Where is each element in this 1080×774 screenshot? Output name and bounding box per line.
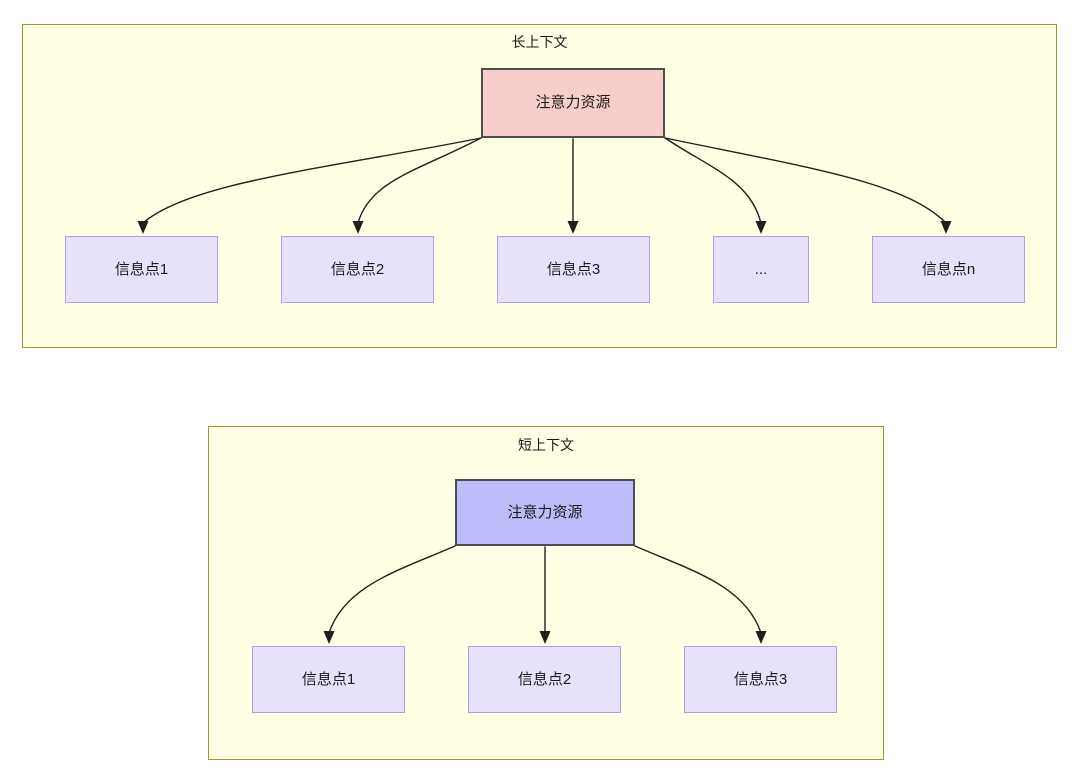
node-info-point-ellipsis-long[interactable]: ... (713, 236, 809, 303)
group-short-context-title: 短上下文 (518, 437, 574, 453)
node-info-point-3-long[interactable]: 信息点3 (497, 236, 650, 303)
node-info-point-2-long[interactable]: 信息点2 (281, 236, 434, 303)
node-attention-resource-long[interactable]: 注意力资源 (481, 68, 665, 138)
node-info-point-1-long[interactable]: 信息点1 (65, 236, 218, 303)
node-info-point-1-short[interactable]: 信息点1 (252, 646, 405, 713)
node-info-point-n-long[interactable]: 信息点n (872, 236, 1025, 303)
node-info-point-3-short[interactable]: 信息点3 (684, 646, 837, 713)
node-info-point-2-short[interactable]: 信息点2 (468, 646, 621, 713)
node-attention-resource-short[interactable]: 注意力资源 (455, 479, 635, 546)
group-long-context-title: 长上下文 (511, 34, 568, 50)
